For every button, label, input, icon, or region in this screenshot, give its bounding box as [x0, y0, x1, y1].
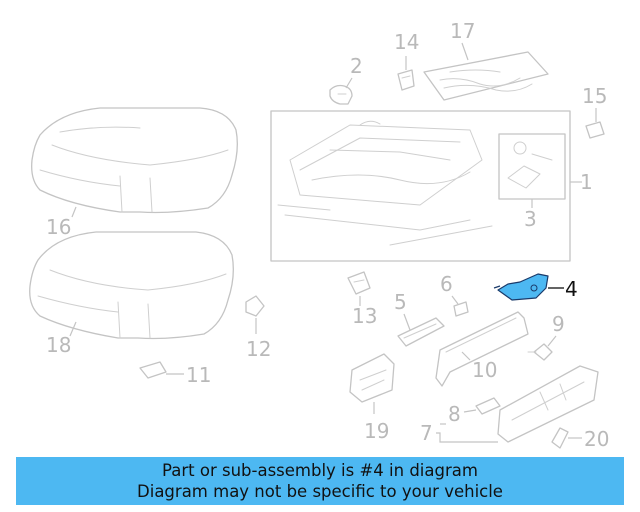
callout-20: 20 — [584, 427, 609, 451]
cover-part-5[interactable] — [397, 317, 445, 347]
callout-3: 3 — [524, 207, 537, 231]
callout-17: 17 — [450, 19, 475, 43]
seat-frame-part-1[interactable] — [270, 110, 571, 262]
callout-15: 15 — [582, 84, 607, 108]
clip-part-6[interactable] — [453, 301, 469, 317]
cover-part-11[interactable] — [139, 361, 167, 379]
info-banner: Part or sub-assembly is #4 in diagram Di… — [16, 457, 624, 505]
callout-19: 19 — [364, 419, 389, 443]
heater-pad-part-17[interactable] — [423, 51, 549, 101]
callout-2: 2 — [350, 54, 363, 78]
clip-part-15[interactable] — [585, 121, 605, 139]
actuator-part-19[interactable] — [349, 353, 395, 403]
callout-11: 11 — [186, 363, 211, 387]
callout-5: 5 — [394, 290, 407, 314]
callout-1: 1 — [580, 170, 593, 194]
adjuster-part-3[interactable] — [498, 133, 566, 200]
cap-part-20[interactable] — [551, 427, 569, 449]
callout-4: 4 — [565, 277, 578, 301]
callout-7: 7 — [420, 421, 433, 445]
callout-14: 14 — [394, 30, 419, 54]
banner-line-1: Part or sub-assembly is #4 in diagram — [162, 461, 478, 480]
leader-5 — [403, 313, 411, 331]
leader-18 — [69, 321, 77, 337]
callout-18: 18 — [46, 333, 71, 357]
leader-2 — [345, 77, 353, 89]
leader-7 — [436, 432, 498, 443]
callout-8: 8 — [448, 402, 461, 426]
callout-13: 13 — [352, 304, 377, 328]
leader-8 — [463, 409, 477, 413]
callout-16: 16 — [46, 215, 71, 239]
bracket-part-12[interactable] — [245, 295, 265, 317]
highlighted-bracket-part-4[interactable] — [493, 273, 549, 301]
callout-6: 6 — [440, 272, 453, 296]
leader-17 — [461, 42, 469, 61]
bracket-part-13[interactable] — [347, 271, 371, 295]
banner-line-2: Diagram may not be specific to your vehi… — [137, 482, 503, 501]
callout-9: 9 — [552, 312, 565, 336]
clip-part-9[interactable] — [527, 343, 553, 361]
seat-cushion-lower[interactable] — [29, 231, 234, 340]
seat-cushion-upper[interactable] — [31, 107, 238, 214]
clip-part-2[interactable] — [329, 84, 353, 105]
switch-part-8[interactable] — [475, 397, 501, 415]
leader-16 — [71, 206, 77, 218]
callout-12: 12 — [246, 337, 271, 361]
bracket-part-14[interactable] — [397, 69, 415, 91]
side-shield-part-7[interactable] — [497, 365, 599, 443]
leader-6 — [451, 295, 459, 305]
leader-10 — [461, 351, 471, 361]
callout-10: 10 — [472, 358, 497, 382]
wire-frame-part-10[interactable] — [435, 311, 529, 387]
leader-9 — [547, 335, 557, 347]
